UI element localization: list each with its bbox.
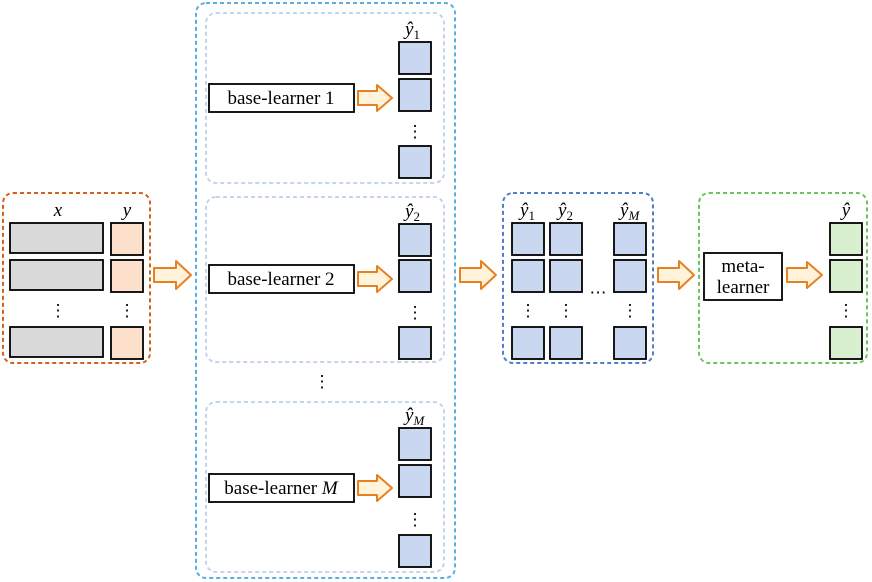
- stack-col-1-label: ŷ1: [518, 200, 535, 223]
- stack-rows-ellipsis: ⋮: [622, 301, 639, 320]
- meta-learner-node: [703, 252, 783, 301]
- learner-block-frame: [205, 401, 445, 573]
- predictions-ellipsis: ⋮: [407, 510, 424, 529]
- final-output-cell: [829, 222, 863, 256]
- stack-cell: [613, 222, 647, 256]
- predictions-ellipsis: ⋮: [407, 122, 424, 141]
- meta-learner-frame: [698, 192, 868, 364]
- base-learner-2-box: [208, 264, 355, 294]
- stack-cell: [511, 259, 545, 293]
- prediction-cell: [398, 534, 432, 568]
- arrow-icon: [786, 261, 823, 289]
- arrow-icon: [357, 474, 393, 502]
- stack-col-m-label: ŷM: [618, 200, 640, 223]
- stack-cell: [549, 222, 583, 256]
- input-box-frame: [2, 192, 151, 364]
- predictions-ellipsis: ⋮: [407, 303, 424, 322]
- base-learner-m-label: base-learner M: [224, 478, 339, 499]
- target-cell: [110, 326, 144, 360]
- yhat-1-label: ŷ1: [403, 19, 420, 42]
- stacked-predictions-box: ŷ1 ŷ2 ŷM ⋮ ⋮ ⋮ ⋯: [502, 192, 654, 364]
- stack-col-2-label: ŷ2: [556, 200, 573, 223]
- y-label: y: [121, 200, 132, 221]
- base-learners-ellipsis: ⋮: [314, 372, 331, 391]
- base-learners-panel: base-learner 1 ŷ1 ⋮ base-learner 2 ŷ2 …: [195, 2, 456, 579]
- stack-cell: [613, 259, 647, 293]
- stacked-predictions-frame: [502, 192, 654, 364]
- target-cell: [110, 222, 144, 256]
- meta-learner-label-line2: learner: [717, 277, 770, 298]
- input-data-box: x y ⋮ ⋮: [2, 192, 151, 364]
- base-learner-block-m: base-learner M ŷM ⋮: [205, 401, 445, 573]
- base-learner-m-box: [208, 473, 355, 503]
- stack-rows-ellipsis: ⋮: [558, 301, 575, 320]
- base-learner-1-box: [208, 83, 355, 113]
- x-label: x: [53, 200, 63, 221]
- stack-cell: [549, 259, 583, 293]
- arrow-icon: [153, 260, 192, 290]
- learner-block-frame: [205, 196, 445, 363]
- learner-block-frame: [205, 12, 445, 184]
- feature-rows-ellipsis: ⋮: [50, 301, 67, 320]
- arrow-icon: [357, 265, 393, 293]
- prediction-cell: [398, 78, 432, 112]
- arrow-icon: [459, 260, 497, 290]
- final-output-cell: [829, 326, 863, 360]
- base-learners-frame: [195, 2, 456, 579]
- stack-rows-ellipsis: ⋮: [520, 301, 537, 320]
- base-learner-block-2: base-learner 2 ŷ2 ⋮: [205, 196, 445, 363]
- prediction-cell: [398, 145, 432, 179]
- feature-row: [9, 259, 104, 291]
- prediction-cell: [398, 259, 432, 293]
- prediction-cell: [398, 223, 432, 257]
- final-output-cell: [829, 259, 863, 293]
- feature-row: [9, 222, 104, 254]
- base-learner-block-1: base-learner 1 ŷ1 ⋮: [205, 12, 445, 184]
- prediction-cell: [398, 326, 432, 360]
- arrow-icon: [357, 84, 393, 112]
- prediction-cell: [398, 427, 432, 461]
- arrow-icon: [657, 260, 695, 290]
- stack-cell: [511, 222, 545, 256]
- meta-learner-box: meta- learner ŷ ⋮: [698, 192, 868, 364]
- stack-cell: [613, 326, 647, 360]
- stack-cols-ellipsis: ⋯: [590, 283, 607, 302]
- final-output-ellipsis: ⋮: [838, 301, 855, 320]
- prediction-cell: [398, 464, 432, 498]
- target-cell: [110, 259, 144, 293]
- yhat-m-label: ŷM: [403, 405, 425, 428]
- stack-cell: [511, 326, 545, 360]
- target-cells-ellipsis: ⋮: [119, 301, 136, 320]
- final-output-label: ŷ: [840, 200, 851, 221]
- prediction-cell: [398, 41, 432, 75]
- stack-cell: [549, 326, 583, 360]
- yhat-2-label: ŷ2: [403, 201, 420, 224]
- feature-row: [9, 326, 104, 358]
- base-learner-1-label: base-learner 1: [227, 88, 334, 109]
- meta-learner-label-line1: meta-: [721, 256, 764, 277]
- base-learner-2-label: base-learner 2: [227, 269, 334, 290]
